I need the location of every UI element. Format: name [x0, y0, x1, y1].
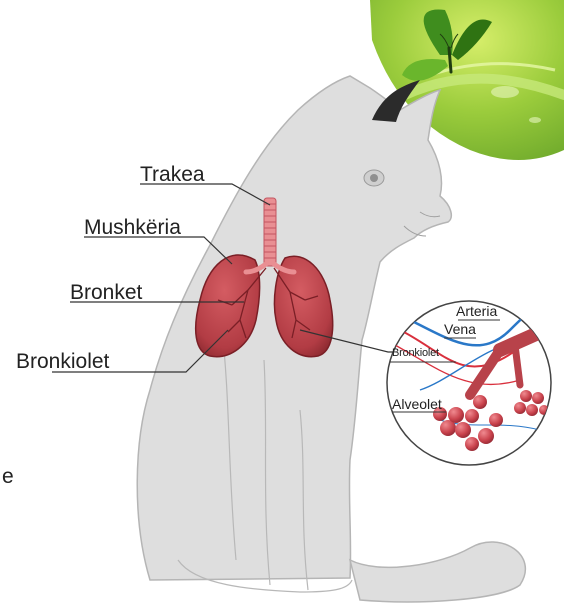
label-inset-bronkiolet: Bronkiolet [392, 348, 439, 359]
label-bronket: Bronket [70, 282, 142, 303]
cut-off-edge-text: e [2, 466, 14, 487]
label-trakea: Trakea [140, 164, 205, 185]
label-mushkeria: Mushkëria [84, 217, 181, 238]
label-vena: Vena [444, 322, 476, 336]
label-arteria: Arteria [456, 304, 497, 318]
label-alveolet: Alveolet [392, 397, 442, 411]
label-bronkiolet: Bronkiolet [16, 351, 109, 372]
